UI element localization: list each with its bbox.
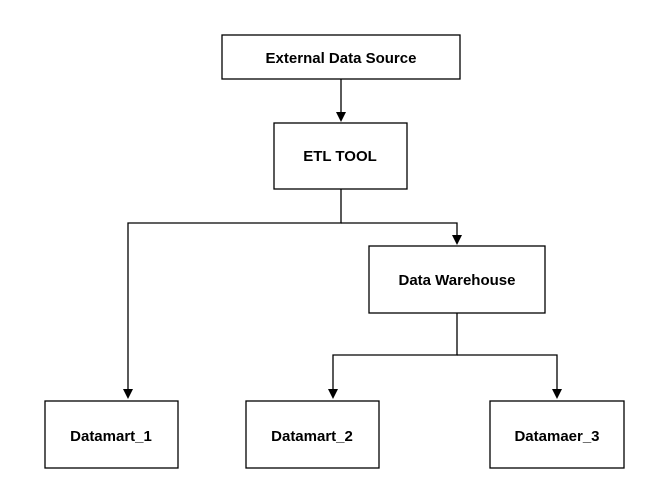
arrowhead-datamart-1 — [123, 389, 133, 399]
diagram-edges — [123, 79, 562, 399]
edge-warehouse-to-datamart-2 — [332, 313, 458, 390]
data-warehouse-box — [368, 245, 546, 314]
node-datamart-1: Datamart_1 — [44, 400, 179, 469]
datamart-3-label: Datamaer_3 — [514, 428, 599, 445]
arrowhead-data-warehouse — [452, 235, 462, 245]
arrowhead-datamart-2 — [328, 389, 338, 399]
data-warehouse-label: Data Warehouse — [399, 272, 516, 289]
edge-etl-to-data-warehouse — [341, 222, 458, 236]
arrowhead-etl — [336, 112, 346, 122]
datamart-1-label: Datamart_1 — [70, 428, 152, 445]
external-data-source-label: External Data Source — [266, 50, 417, 67]
arrowhead-datamart-3 — [552, 389, 562, 399]
node-datamart-3: Datamaer_3 — [489, 400, 625, 469]
node-data-warehouse: Data Warehouse — [368, 245, 546, 314]
datamart-1-box — [44, 400, 179, 469]
node-datamart-2: Datamart_2 — [245, 400, 380, 469]
node-etl-tool: ETL TOOL — [273, 122, 408, 190]
datamart-3-box — [489, 400, 625, 469]
datamart-2-box — [245, 400, 380, 469]
datamart-2-label: Datamart_2 — [271, 428, 353, 445]
external-data-source-box — [221, 34, 461, 80]
node-external-data-source: External Data Source — [221, 34, 461, 80]
edge-warehouse-to-datamart-3 — [457, 354, 558, 390]
etl-tool-label: ETL TOOL — [303, 148, 377, 165]
etl-tool-box — [273, 122, 408, 190]
edge-etl-to-datamart-1 — [127, 189, 342, 390]
